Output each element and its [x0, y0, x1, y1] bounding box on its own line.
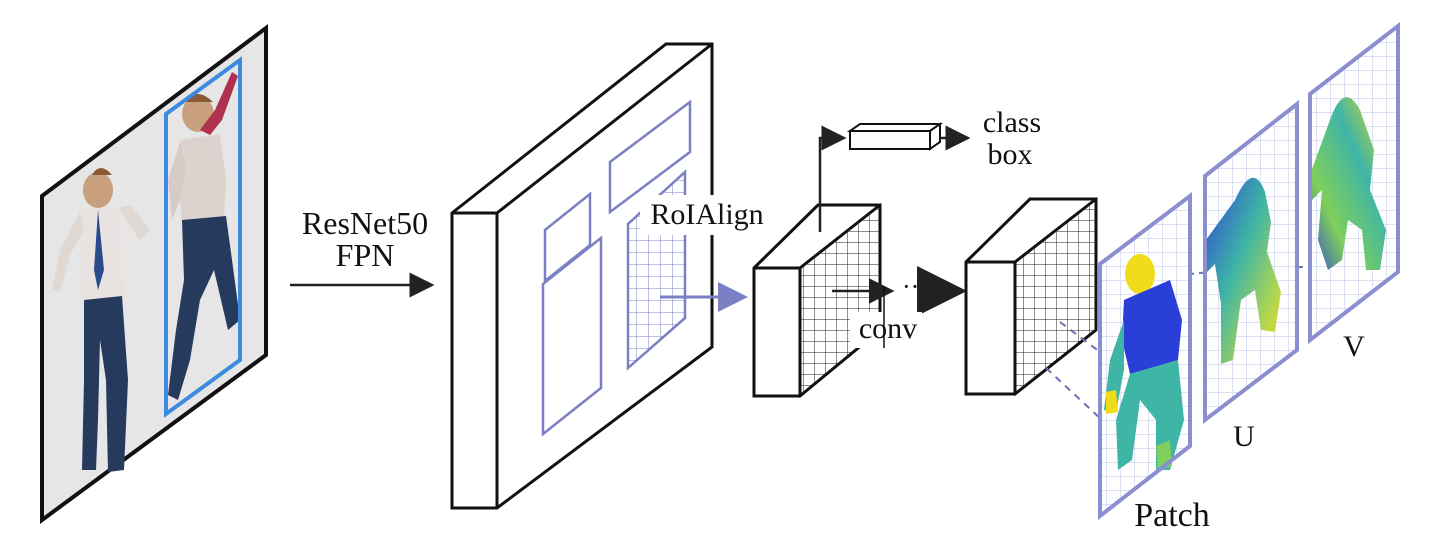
roialign-label: RoIAlign	[650, 198, 763, 231]
ellipsis-text: ···	[902, 272, 928, 301]
dashed-connector	[1045, 367, 1103, 421]
person-figure-left	[52, 168, 150, 472]
output-v-label: V	[1343, 330, 1365, 363]
backbone-label-line1: ResNet50	[302, 205, 428, 241]
output-u-panel	[1203, 99, 1299, 425]
head-label-class: class	[983, 106, 1041, 139]
proposal-box	[543, 191, 592, 284]
dense-head-block	[964, 196, 1098, 397]
fc-layer	[846, 122, 944, 151]
output-patch-label: Patch	[1134, 497, 1210, 534]
proposal-box	[608, 99, 692, 215]
feature-map-block	[450, 42, 714, 510]
roi-feature-block	[752, 202, 882, 399]
head-label-box: box	[988, 138, 1033, 171]
output-v-panel	[1308, 21, 1400, 345]
output-u-label: U	[1233, 420, 1255, 453]
dashed-connector	[1189, 271, 1211, 275]
detection-box	[164, 56, 242, 418]
input-image	[40, 24, 268, 524]
backbone-label-line2: FPN	[336, 237, 395, 273]
conv-label: conv	[859, 312, 917, 345]
head-branch-line	[818, 125, 847, 232]
dashed-connector	[1059, 321, 1101, 353]
proposal-box	[541, 235, 603, 437]
person-figure-right	[168, 72, 240, 400]
output-patch-panel	[1098, 191, 1192, 521]
